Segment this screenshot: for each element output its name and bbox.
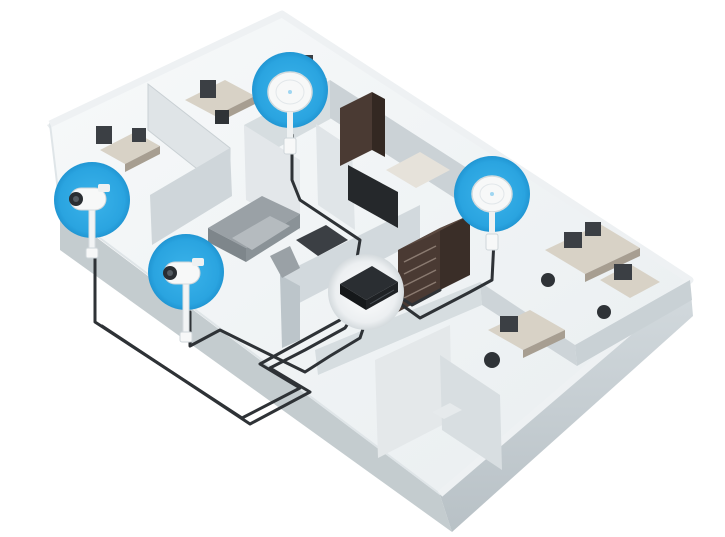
wall-right-room bbox=[575, 280, 692, 366]
cable-ap-right bbox=[393, 238, 496, 320]
wall-bottom-room-2 bbox=[375, 325, 452, 458]
cable-camera-center bbox=[188, 306, 372, 374]
wall-lounge-front bbox=[280, 275, 300, 348]
network-cables bbox=[93, 133, 496, 426]
desks-right-office bbox=[541, 222, 660, 319]
wall-tv bbox=[348, 165, 398, 228]
camera-left[interactable] bbox=[54, 162, 130, 259]
server-racks bbox=[398, 215, 470, 312]
access-point-top[interactable] bbox=[252, 52, 328, 155]
cable-ap-top bbox=[290, 133, 362, 272]
camera-center[interactable] bbox=[148, 234, 224, 343]
desk-bottom-office bbox=[484, 310, 565, 368]
wall-left-office-front bbox=[150, 148, 232, 245]
desk-corridor bbox=[386, 152, 450, 188]
access-point-right[interactable] bbox=[454, 156, 530, 251]
cable-camera-left-2 bbox=[100, 303, 362, 426]
lounge-table bbox=[296, 225, 348, 256]
security-camera-icon bbox=[69, 184, 110, 211]
sofa bbox=[208, 196, 300, 278]
desk-left-office bbox=[96, 126, 160, 172]
network-switch[interactable] bbox=[328, 254, 404, 330]
outer-wall-rim bbox=[48, 10, 694, 497]
furniture bbox=[96, 55, 660, 419]
security-camera-icon bbox=[163, 258, 204, 285]
wall-bottom-room-4 bbox=[440, 355, 502, 470]
small-cabinet bbox=[432, 403, 462, 419]
wall-bottom-room-1 bbox=[315, 282, 482, 375]
network-switch-icon bbox=[340, 266, 398, 300]
outer-wall-right-face bbox=[440, 282, 693, 532]
cabinets-top bbox=[340, 92, 385, 166]
